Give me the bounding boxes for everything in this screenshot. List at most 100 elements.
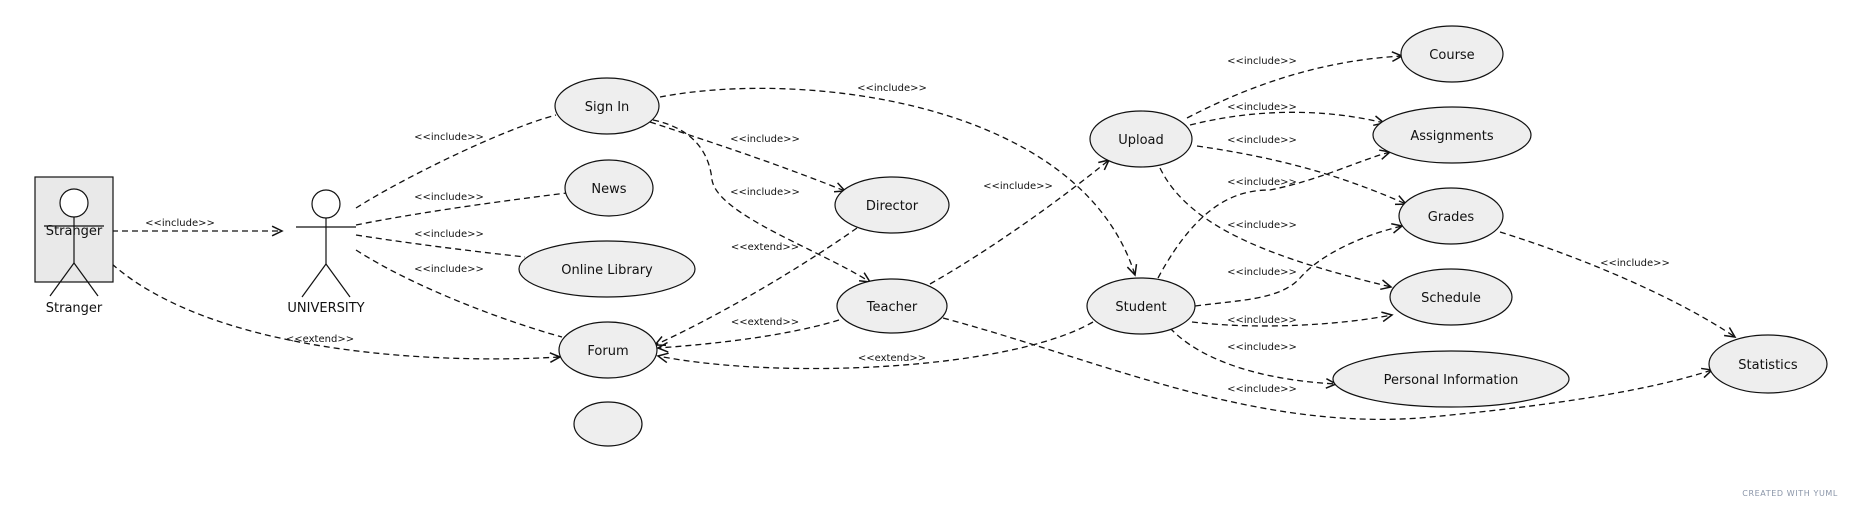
relation-label: <<include>>: [1227, 135, 1297, 146]
relation-line: [355, 249, 563, 338]
use-case-blank: [573, 401, 643, 447]
relation-label: <<include>>: [414, 132, 484, 143]
use-case-course: Course: [1400, 25, 1504, 83]
relation-label: <<include>>: [1227, 342, 1297, 353]
actor-head: [311, 189, 341, 219]
use-case-label: Upload: [1118, 133, 1164, 148]
actor-label: UNIVERSITY: [287, 301, 364, 316]
use-case-label: Sign In: [585, 100, 630, 115]
relation-line: [1169, 327, 1337, 385]
use-case-ellipse: [1398, 187, 1504, 245]
use-case-label: Assignments: [1410, 129, 1494, 144]
relation-teacher-to-upload: <<include>>: [929, 158, 1111, 285]
arrowhead: [1380, 279, 1393, 291]
relation-line: [929, 159, 1110, 285]
relation-label: <<include>>: [1227, 102, 1297, 113]
use-case-ellipse: [836, 278, 948, 334]
actor-leg-right: [325, 263, 351, 298]
relation-student-to-personal: <<include>>: [1169, 327, 1338, 389]
use-case-ellipse: [518, 240, 696, 298]
edges-layer: <<include>> <<extend>> <<include>> <<includ…: [111, 51, 1737, 420]
relation-line: [1194, 225, 1403, 307]
relation-label: <<include>>: [414, 229, 484, 240]
relation-line: [1159, 167, 1392, 288]
use-case-upload: Upload: [1089, 110, 1193, 168]
relation-line: [111, 263, 561, 360]
use-case-ellipse: [558, 321, 658, 379]
use-case-label: Online Library: [561, 263, 653, 278]
actor-box-label: Stranger: [46, 224, 103, 239]
arrowhead: [858, 272, 872, 283]
use-case-label: Statistics: [1738, 358, 1798, 373]
relation-student-to-schedule: <<include>>: [1191, 311, 1394, 327]
use-case-signin: Sign In: [554, 77, 660, 135]
relation-label: <<extend>>: [858, 353, 926, 364]
relation-label: <<include>>: [414, 264, 484, 275]
use-case-label: Grades: [1428, 210, 1475, 225]
relation-label: <<include>>: [730, 134, 800, 145]
relation-line: [355, 114, 557, 209]
use-case-ellipse: [564, 159, 654, 217]
actor-leg-left: [301, 263, 327, 298]
use-case-ellipse: [1372, 106, 1532, 164]
relation-teacher-to-statistics: <<include>>: [942, 317, 1714, 420]
credit-text: CREATED WITH YUML: [1742, 489, 1838, 498]
use-case-ellipse: [1389, 268, 1513, 326]
relation-label: <<include>>: [1227, 177, 1297, 188]
relation-line: [652, 119, 871, 283]
relation-student-to-assignments: <<include>>: [1157, 149, 1392, 279]
actor-head: [59, 188, 89, 218]
relation-teacher-to-forum: <<extend>>: [656, 317, 840, 353]
arrowhead: [1723, 327, 1737, 338]
use-case-student: Student: [1086, 277, 1196, 335]
relation-stranger-to-university: <<include>>: [112, 218, 284, 237]
use-case-ellipse: [573, 401, 643, 447]
relation-university-to-news: <<include>>: [355, 192, 568, 226]
actor-university: UNIVERSITY: [287, 189, 365, 316]
use-case-label: Personal Information: [1384, 373, 1519, 388]
relation-line: [659, 87, 1136, 276]
relation-label: <<extend>>: [286, 334, 354, 345]
use-case-teacher: Teacher: [836, 278, 948, 334]
relation-line: [1499, 231, 1736, 338]
arrowhead: [656, 352, 669, 364]
relation-label: <<include>>: [730, 187, 800, 198]
use-case-schedule: Schedule: [1389, 268, 1513, 326]
relation-upload-to-grades: <<include>>: [1196, 135, 1408, 206]
relation-label: <<include>>: [1600, 258, 1670, 269]
relation-line: [654, 227, 858, 346]
use-case-ellipse: [1332, 350, 1570, 408]
relation-line: [355, 192, 568, 226]
actor-label: Stranger: [46, 301, 103, 316]
relation-label: <<include>>: [857, 83, 927, 94]
arrowhead: [1391, 222, 1404, 234]
use-case-ellipse: [1400, 25, 1504, 83]
use-case-ellipse: [1708, 334, 1828, 394]
use-case-director: Director: [834, 176, 950, 234]
actor-leg-right: [73, 262, 99, 297]
relation-line: [1186, 55, 1403, 119]
arrowhead: [271, 225, 284, 237]
use-case-personal: Personal Information: [1332, 350, 1570, 408]
use-case-library: Online Library: [518, 240, 696, 298]
use-case-label: Student: [1115, 300, 1166, 315]
actor-leg-left: [49, 262, 75, 297]
relation-label: <<include>>: [1227, 220, 1297, 231]
use-case-ellipse: [1089, 110, 1193, 168]
use-case-label: Teacher: [866, 300, 918, 315]
relation-line: [1189, 111, 1385, 126]
relation-upload-to-assignments: <<include>>: [1189, 102, 1386, 127]
use-case-ellipse: [834, 176, 950, 234]
relation-grades-to-statistics: <<include>>: [1499, 231, 1737, 338]
use-case-ellipse: [554, 77, 660, 135]
relation-university-to-forum: <<include>>: [355, 249, 563, 338]
relation-label: <<include>>: [983, 181, 1053, 192]
relation-label: <<extend>>: [731, 317, 799, 328]
relation-student-to-grades: <<include>>: [1194, 222, 1404, 307]
relation-line: [355, 234, 526, 258]
use-case-forum: Forum: [558, 321, 658, 379]
relation-signin-to-director: <<include>>: [649, 121, 847, 193]
